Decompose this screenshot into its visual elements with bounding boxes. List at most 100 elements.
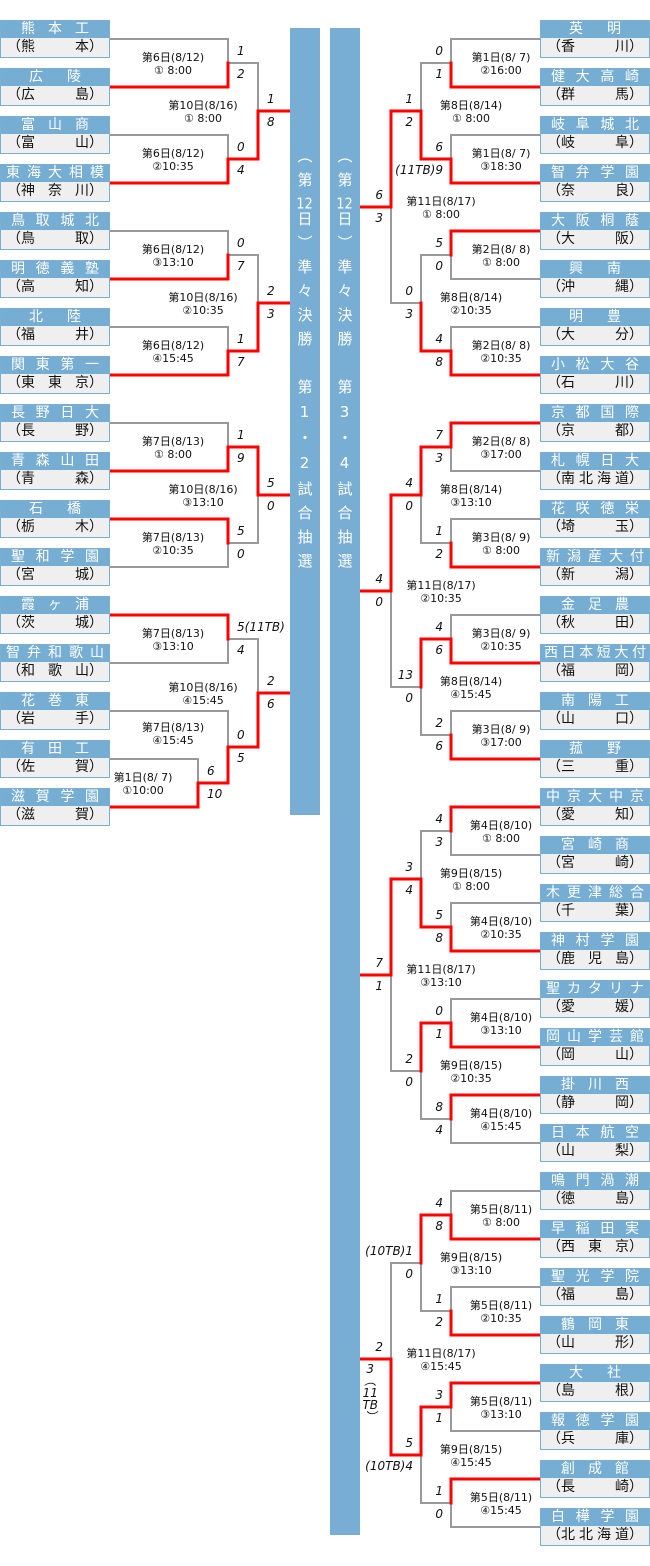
team-prefecture: （富山） (7, 135, 103, 151)
score-bottom: 4 (237, 643, 245, 657)
team-name: 小松大谷 (541, 357, 649, 374)
match-time-label: ④15:45 (480, 1504, 522, 1517)
team-entry: 鳥取城北（鳥取） (0, 212, 110, 250)
banner-left-text: （第12日）準々決勝 第1・2試合抽選 (295, 148, 314, 577)
match-time-label: ④15:45 (450, 1456, 492, 1469)
match-date-label: 第4日(8/10) (469, 1107, 533, 1120)
score-bottom: 2 (405, 115, 413, 129)
score-top: 5 (435, 908, 443, 922)
score-bottom: 0 (405, 499, 413, 513)
match-time-label: ① 8:00 (481, 256, 521, 269)
match-date-label: 第8日(8/14) (439, 99, 503, 112)
team-entry: 明豊（大分） (540, 308, 650, 346)
team-prefecture: （宮城） (7, 567, 103, 583)
score-bottom: 0 (375, 595, 383, 609)
team-entry: 白樺学園（北北海道） (540, 1508, 650, 1546)
team-name: 岡山学芸館 (541, 1029, 649, 1046)
team-name: 鳥取城北 (1, 213, 109, 230)
match-date-label: 第3日(8/ 9) (471, 723, 531, 736)
team-prefecture: （香川） (547, 39, 643, 55)
match-time-label: ②10:35 (420, 592, 462, 605)
score-bottom: (11TB)9 (395, 163, 443, 177)
match-time-label: ① 8:00 (481, 832, 521, 845)
score-bottom: 2 (237, 67, 245, 81)
score-bottom: 2 (435, 1315, 443, 1329)
banner-right-text: （第12日）準々決勝 第3・4試合抽選 (335, 148, 354, 577)
match-time-label: ① 8:00 (183, 112, 223, 125)
score-bottom: 7 (237, 259, 245, 273)
team-prefecture: （山口） (547, 711, 643, 727)
score-top: 5 (405, 1436, 413, 1450)
match-date-label: 第4日(8/10) (469, 819, 533, 832)
match-time-label: ②10:35 (182, 304, 224, 317)
team-prefecture: （岐阜） (547, 135, 643, 151)
team-prefecture: （宮崎） (547, 855, 643, 871)
team-name: 京都国際 (541, 405, 649, 422)
match-date-label: 第9日(8/15) (439, 867, 503, 880)
team-entry: 聖光学院（福島） (540, 1268, 650, 1306)
score-bottom: 1 (375, 979, 383, 993)
team-prefecture: （群馬） (547, 87, 643, 103)
match-time-label: ③18:30 (480, 160, 522, 173)
team-entry: 岡山学芸館（岡山） (540, 1028, 650, 1066)
score-top: 4 (435, 620, 443, 634)
team-prefecture: （徳島） (547, 1191, 643, 1207)
match-time-label: ②10:35 (480, 1312, 522, 1325)
score-bottom: 3 (435, 451, 443, 465)
team-prefecture: （愛知） (547, 807, 643, 823)
match-date-label: 第6日(8/12) (141, 147, 205, 160)
team-prefecture: （島根） (547, 1383, 643, 1399)
score-bottom: 8 (267, 115, 275, 129)
team-name: 掛川西 (541, 1077, 649, 1094)
team-entry: 報徳学園（兵庫） (540, 1412, 650, 1450)
team-prefecture: （兵庫） (547, 1431, 643, 1447)
score-top: 0 (237, 728, 245, 742)
team-name: 健大高崎 (541, 69, 649, 86)
team-name: 宮崎商 (541, 837, 649, 854)
score-top: 2 (375, 1340, 383, 1354)
match-time-label: ③17:00 (480, 448, 522, 461)
team-name: 神村学園 (541, 933, 649, 950)
score-bottom: 7 (237, 355, 245, 369)
score-bottom: 0 (405, 691, 413, 705)
team-prefecture: （滋賀） (7, 807, 103, 823)
match-time-label: ②10:35 (450, 1072, 492, 1085)
match-date-label: 第1日(8/ 7) (471, 147, 531, 160)
match-time-label: ②10:35 (450, 304, 492, 317)
match-date-label: 第11日(8/17) (406, 963, 476, 976)
team-prefecture: （奈良） (547, 183, 643, 199)
team-entry: 京都国際（京都） (540, 404, 650, 442)
team-name: 花咲徳栄 (541, 501, 649, 518)
team-entry: 大社（島根） (540, 1364, 650, 1402)
team-entry: 有田工（佐賀） (0, 740, 110, 778)
team-name: 早稲田実 (541, 1221, 649, 1238)
score-bottom: 0 (435, 1507, 443, 1521)
match-date-label: 第8日(8/14) (439, 675, 503, 688)
team-entry: 滋賀学園（滋賀） (0, 788, 110, 826)
team-prefecture: （京都） (547, 423, 643, 439)
score-top: 6 (435, 140, 443, 154)
team-name: 智弁和歌山 (1, 645, 109, 662)
team-prefecture: （福岡） (547, 663, 643, 679)
team-prefecture: （山形） (547, 1335, 643, 1351)
match-time-label: ①10:00 (122, 784, 164, 797)
team-prefecture: （愛媛） (547, 999, 643, 1015)
team-name: 長野日大 (1, 405, 109, 422)
team-prefecture: （三重） (547, 759, 643, 775)
team-entry: 新潟産大付（新潟） (540, 548, 650, 586)
score-top: 2 (267, 674, 275, 688)
score-bottom: 5 (237, 751, 245, 765)
team-name: 菰野 (541, 741, 649, 758)
score-bottom: 1 (435, 67, 443, 81)
team-name: 富山商 (1, 117, 109, 134)
team-name: 北陸 (1, 309, 109, 326)
score-bottom: 4 (405, 883, 413, 897)
match-time-label: ③13:10 (420, 976, 462, 989)
score-top: 3 (435, 1388, 443, 1402)
team-name: 青森山田 (1, 453, 109, 470)
match-date-label: 第11日(8/17) (406, 1347, 476, 1360)
score-bottom: 3 (405, 307, 413, 321)
score-top: 5 (237, 524, 245, 538)
score-top: 1 (435, 524, 443, 538)
